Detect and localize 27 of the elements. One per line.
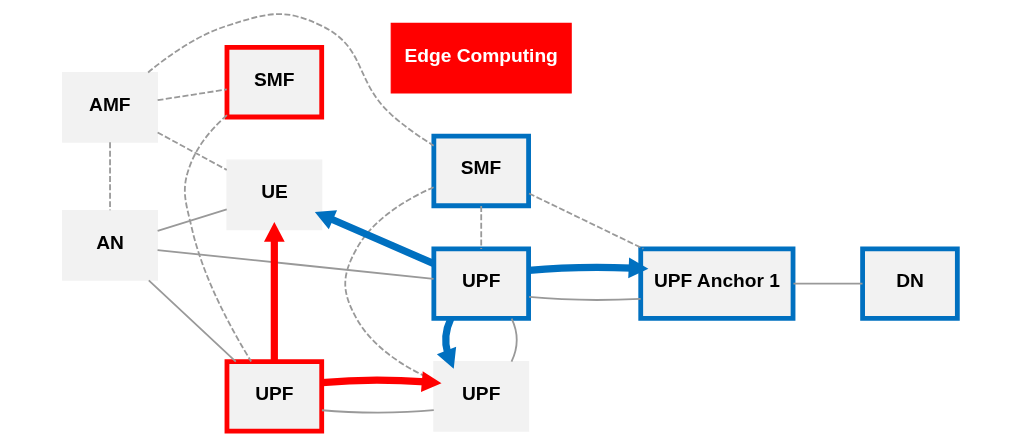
connector <box>528 192 645 250</box>
node-box: UPF <box>224 358 325 434</box>
arrow <box>528 257 649 278</box>
connector <box>156 248 435 280</box>
node-box: SMF <box>224 44 325 119</box>
connector <box>480 204 483 250</box>
node-box: UPF Anchor 1 <box>638 246 796 321</box>
node-box: DN <box>860 246 960 321</box>
connector <box>156 88 228 101</box>
connector <box>792 282 864 285</box>
arrow <box>321 370 442 392</box>
connector <box>510 317 518 363</box>
connector <box>528 295 642 301</box>
connector <box>156 131 228 171</box>
connector <box>321 408 435 413</box>
node-box: SMF <box>431 133 531 208</box>
connector <box>183 113 253 362</box>
arrow <box>264 221 285 361</box>
connector <box>147 278 237 362</box>
node-box: UE <box>226 159 323 230</box>
node-box: UPF <box>431 246 531 321</box>
node-box: AN <box>62 209 158 281</box>
connector <box>156 208 228 232</box>
node-box: Edge Computing <box>390 22 572 94</box>
node-box: AMF <box>62 71 158 143</box>
connector <box>147 12 435 147</box>
node-box: UPF <box>433 360 530 432</box>
